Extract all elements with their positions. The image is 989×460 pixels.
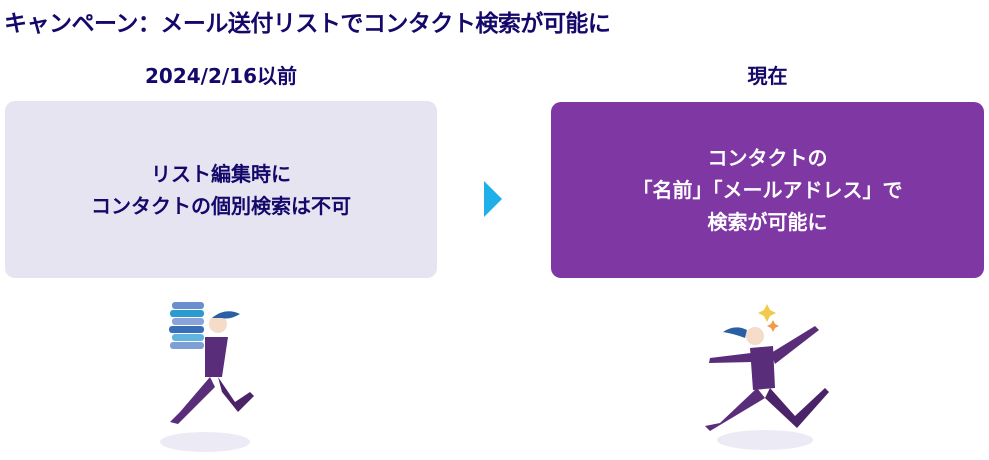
after-label: 現在 xyxy=(747,64,788,88)
after-line: 「名前」「メールアドレス」で xyxy=(632,178,903,202)
person-celebrating-illustration xyxy=(705,304,829,450)
person-carrying-books-illustration xyxy=(160,302,254,452)
after-line: コンタクトの xyxy=(707,146,828,170)
before-line: リスト編集時に xyxy=(151,161,291,186)
after-line: 検索が可能に xyxy=(707,210,828,234)
before-label: 2024/2/16以前 xyxy=(144,64,298,88)
before-box: リスト編集時にコンタクトの個別検索は不可 xyxy=(5,101,437,278)
arrow-right-icon xyxy=(484,181,502,217)
after-box: コンタクトの「名前」「メールアドレス」で検索が可能に xyxy=(551,102,984,278)
before-line: コンタクトの個別検索は不可 xyxy=(91,193,351,218)
slide-title: キャンペーン：メール送付リストでコンタクト検索が可能に xyxy=(4,11,611,37)
